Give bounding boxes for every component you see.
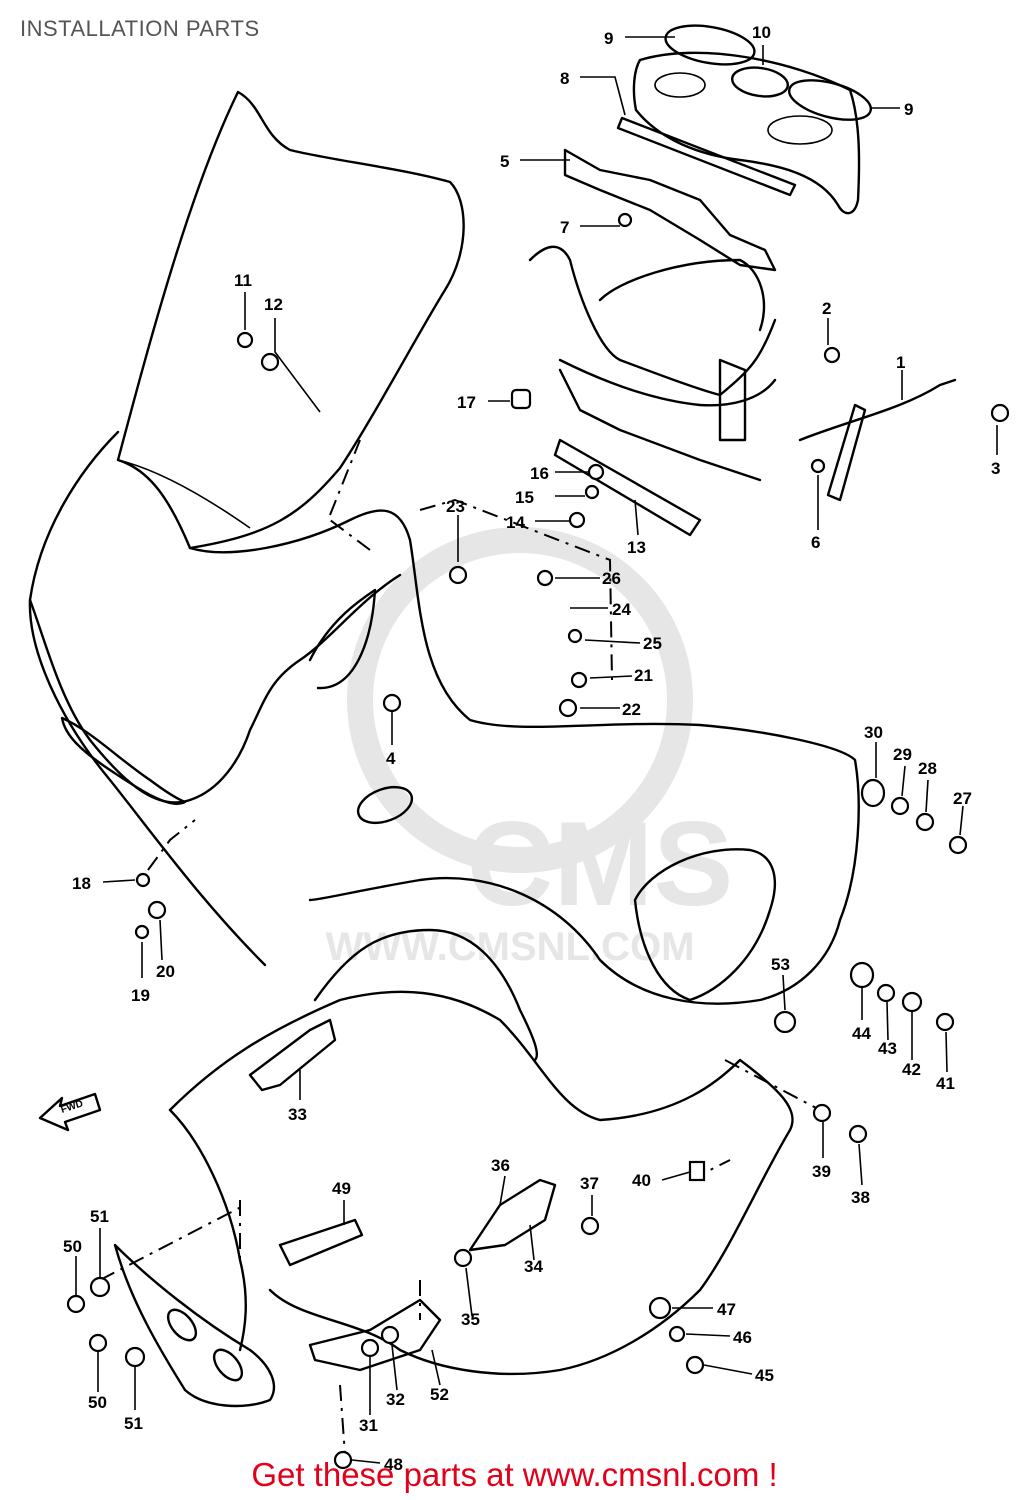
lower-cowling (168, 990, 794, 1376)
stay-13 (553, 438, 702, 537)
callout-18: 18 (72, 874, 91, 893)
callout-19: 19 (131, 986, 150, 1005)
callout-4: 4 (386, 749, 396, 768)
cms-watermark: CMS WWW.CMSNL.COM (326, 527, 734, 969)
callout-52: 52 (430, 1385, 449, 1404)
callout-50-top: 50 (63, 1237, 82, 1256)
meter-panel (632, 51, 861, 215)
callout-25: 25 (643, 634, 662, 653)
callout-39: 39 (812, 1162, 831, 1181)
callout-15: 15 (515, 488, 534, 507)
callout-40: 40 (632, 1171, 651, 1190)
callout-2: 2 (822, 299, 831, 318)
callout-51-top: 51 (90, 1207, 109, 1226)
meter-ring-center (731, 66, 789, 98)
callout-37: 37 (580, 1174, 599, 1193)
callout-1: 1 (896, 353, 905, 372)
callout-30: 30 (864, 723, 883, 742)
callout-11: 11 (234, 271, 252, 290)
callout-32: 32 (386, 1390, 405, 1409)
leader-lines (99, 439, 821, 1456)
callout-10: 10 (752, 23, 771, 42)
callout-48: 48 (384, 1455, 403, 1474)
callout-49: 49 (332, 1179, 351, 1198)
callout-50-bottom: 50 (88, 1393, 107, 1412)
callout-43: 43 (878, 1039, 897, 1058)
callout-9-top: 9 (604, 29, 613, 48)
bracket-34 (468, 1178, 557, 1252)
footer-link[interactable]: Get these parts at www.cmsnl.com ! (251, 1456, 778, 1493)
fasteners (66, 212, 1010, 1470)
windscreen (116, 90, 465, 550)
callout-26: 26 (602, 569, 621, 588)
callout-14: 14 (506, 513, 525, 532)
callout-38: 38 (851, 1188, 870, 1207)
callout-6: 6 (811, 533, 820, 552)
callout-36: 36 (491, 1156, 510, 1175)
callout-22: 22 (622, 700, 641, 719)
callout-44: 44 (852, 1024, 871, 1043)
page-title: INSTALLATION PARTS (20, 16, 260, 41)
callout-53: 53 (771, 955, 790, 974)
watermark-url: WWW.CMSNL.COM (326, 925, 695, 969)
callout-13: 13 (627, 538, 646, 557)
callout-17: 17 (457, 393, 476, 412)
callout-3: 3 (991, 459, 1000, 478)
meter-ring-right (787, 79, 873, 121)
callout-leaders (75, 36, 998, 1464)
callout-47: 47 (717, 1300, 736, 1319)
callout-31: 31 (359, 1416, 378, 1435)
callout-34: 34 (524, 1257, 543, 1276)
callout-42: 42 (902, 1060, 921, 1079)
upper-bracket-frame (528, 245, 777, 482)
callout-51-bottom: 51 (124, 1414, 143, 1433)
callout-27: 27 (953, 789, 972, 808)
callout-8: 8 (560, 69, 569, 88)
meter-seal-strip (616, 116, 797, 197)
bracket-52 (308, 1298, 442, 1372)
fwd-arrow-icon: FWD (38, 1092, 102, 1132)
meter-bracket (563, 148, 777, 272)
watermark-logo: CMS (467, 797, 734, 931)
lower-side-panel (113, 1243, 276, 1408)
callout-9-right: 9 (904, 100, 913, 119)
callout-21: 21 (634, 666, 653, 685)
callout-20: 20 (156, 962, 175, 981)
callout-16: 16 (530, 464, 549, 483)
callout-numbers: 9 10 9 8 5 7 2 1 3 11 12 17 16 15 14 13 … (63, 23, 1000, 1474)
callout-12: 12 (264, 295, 283, 314)
callout-23: 23 (446, 497, 465, 516)
callout-45: 45 (755, 1366, 774, 1385)
callout-35: 35 (461, 1310, 480, 1329)
bracket-49 (278, 1218, 364, 1267)
callout-7: 7 (560, 218, 569, 237)
stay-1 (798, 378, 957, 442)
fwd-label: FWD (60, 1098, 85, 1116)
callout-46: 46 (733, 1328, 752, 1347)
callout-33: 33 (288, 1105, 307, 1124)
callout-5: 5 (500, 152, 509, 171)
callout-41: 41 (936, 1074, 955, 1093)
meter-ring-left (664, 24, 756, 66)
bracket-33 (248, 1018, 337, 1092)
upper-cowling (28, 430, 860, 1005)
callout-29: 29 (893, 745, 912, 764)
callout-24: 24 (612, 600, 631, 619)
callout-28: 28 (918, 759, 937, 778)
